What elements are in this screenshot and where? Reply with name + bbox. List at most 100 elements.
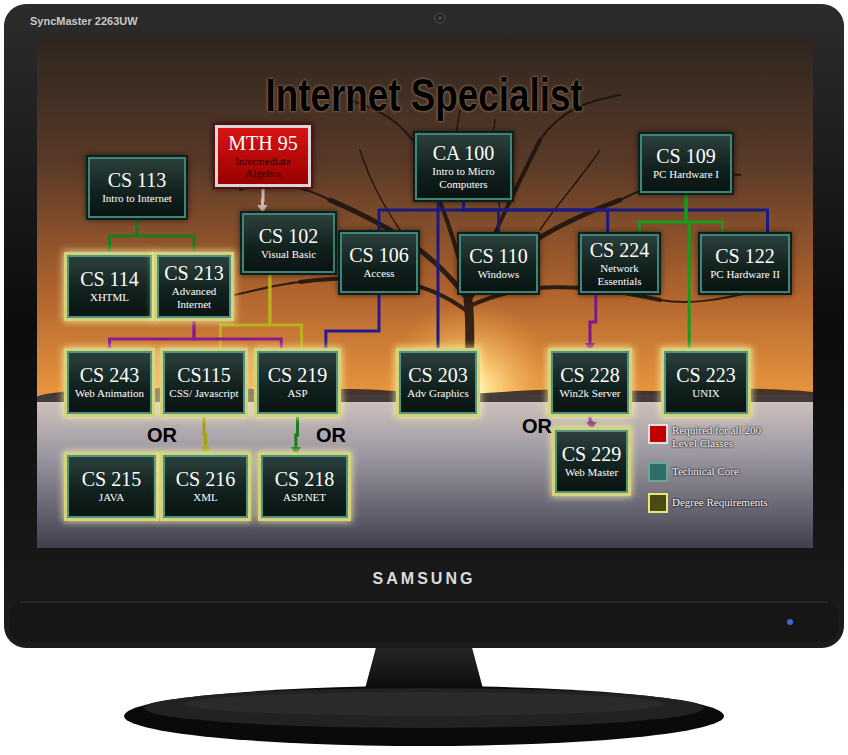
title-wrap: Internet Specialist — [0, 68, 848, 122]
connector — [639, 193, 686, 234]
connector-line — [110, 318, 195, 351]
course-code: MTH 95 — [228, 133, 297, 154]
course-code: CS 228 — [560, 365, 619, 386]
course-name: Web Animation — [75, 387, 144, 399]
connector-line — [437, 200, 440, 351]
course-name: ASP.NET — [283, 491, 326, 503]
legend-swatch — [648, 424, 668, 444]
connector-line — [464, 200, 608, 234]
diagram-title: Internet Specialist — [265, 68, 582, 122]
course-box: CS 109PC Hardware I — [640, 134, 732, 193]
connector-line — [261, 187, 265, 206]
course-name: PC Hardware I — [653, 168, 719, 180]
arrowhead — [201, 447, 211, 455]
legend-text: Required for all 200 Level Classes — [672, 424, 777, 449]
connector-line — [194, 318, 281, 351]
course-code: CS 223 — [676, 365, 735, 386]
course-name: Intermediate Algebra — [222, 155, 304, 180]
course-name: XHTML — [90, 291, 129, 303]
course-name: Intro to Internet — [102, 192, 172, 204]
course-name: Advanced Internet — [163, 285, 225, 310]
course-code: CS 224 — [590, 240, 649, 261]
course-name: Network Essentials — [586, 262, 653, 287]
legend-swatch — [648, 493, 668, 513]
course-name: Web Master — [565, 466, 618, 478]
course-name: Adv Graphics — [407, 387, 468, 399]
course-code: CS 218 — [275, 469, 334, 490]
connector-line — [296, 414, 298, 448]
connector — [379, 200, 464, 232]
connector — [326, 293, 379, 351]
course-code: CS 219 — [268, 365, 327, 386]
connector — [686, 193, 689, 351]
connector — [110, 218, 138, 255]
course-box: CS 122PC Hardware II — [700, 234, 790, 293]
course-box: MTH 95Intermediate Algebra — [215, 125, 311, 187]
course-box: CS 224Network Essentials — [580, 234, 659, 293]
course-name: PC Hardware II — [710, 268, 780, 280]
connector — [585, 293, 596, 351]
arrowhead — [291, 447, 301, 455]
course-box: CS 219ASP — [257, 351, 338, 414]
course-code: CS 213 — [164, 263, 223, 284]
course-code: CS 102 — [259, 226, 318, 247]
course-name: Access — [363, 267, 394, 279]
connector-line — [326, 293, 379, 351]
course-code: CS 122 — [715, 246, 774, 267]
connector — [464, 200, 608, 234]
course-code: CS 110 — [469, 246, 528, 267]
course-box: CS 223UNIX — [664, 351, 748, 414]
connector-line — [686, 193, 689, 351]
brand-name: SAMSUNG — [0, 570, 848, 588]
course-box: CS 216XML — [163, 455, 248, 518]
course-name: Windows — [478, 268, 520, 280]
connector-line — [110, 218, 138, 255]
course-box: CS 213Advanced Internet — [157, 255, 231, 318]
connector — [110, 318, 195, 351]
connector-line — [639, 193, 686, 234]
connector-line — [686, 193, 723, 234]
connector-line — [590, 293, 596, 344]
course-box: CS 106Access — [340, 232, 418, 293]
course-box: CS 114XHTML — [67, 255, 152, 318]
course-code: CS 243 — [80, 365, 139, 386]
course-box: CS 228Win2k Server — [551, 351, 629, 414]
model-name: SyncMaster 2263UW — [30, 15, 138, 27]
connector-line — [204, 414, 206, 448]
connector — [194, 318, 281, 351]
course-code: CS 109 — [656, 146, 715, 167]
course-code: CS 113 — [108, 170, 167, 191]
arrowhead — [585, 343, 595, 351]
connector — [464, 200, 499, 234]
connector — [137, 218, 194, 255]
connector — [201, 414, 211, 455]
course-code: CS 215 — [82, 469, 141, 490]
course-box: CS 110Windows — [459, 234, 538, 293]
course-name: JAVA — [99, 491, 124, 503]
connector — [686, 193, 723, 234]
course-code: CS 203 — [408, 365, 467, 386]
connector-line — [590, 414, 592, 423]
course-code: CS 106 — [349, 245, 408, 266]
course-name: Visual Basic — [261, 248, 316, 260]
course-box: CS 243Web Animation — [67, 351, 152, 414]
course-code: CS115 — [177, 365, 231, 386]
course-box: CS 218ASP.NET — [261, 455, 348, 518]
course-name: Intro to Micro Computers — [421, 165, 506, 190]
or-label: OR — [316, 424, 346, 447]
course-name: ASP — [287, 387, 307, 399]
connector-line — [464, 200, 499, 234]
course-code: CS 114 — [80, 269, 139, 290]
course-name: Win2k Server — [560, 387, 621, 399]
legend-swatch — [648, 462, 668, 482]
connector — [257, 187, 267, 213]
connector-line — [379, 200, 464, 232]
connector — [587, 414, 597, 430]
arrowhead — [587, 422, 597, 430]
course-box: CS 113Intro to Internet — [88, 157, 186, 218]
or-label: OR — [147, 424, 177, 447]
legend-text: Technical Core — [672, 465, 802, 478]
course-name: CSS/ Javascript — [169, 387, 238, 399]
course-box: CS 102Visual Basic — [242, 213, 335, 273]
